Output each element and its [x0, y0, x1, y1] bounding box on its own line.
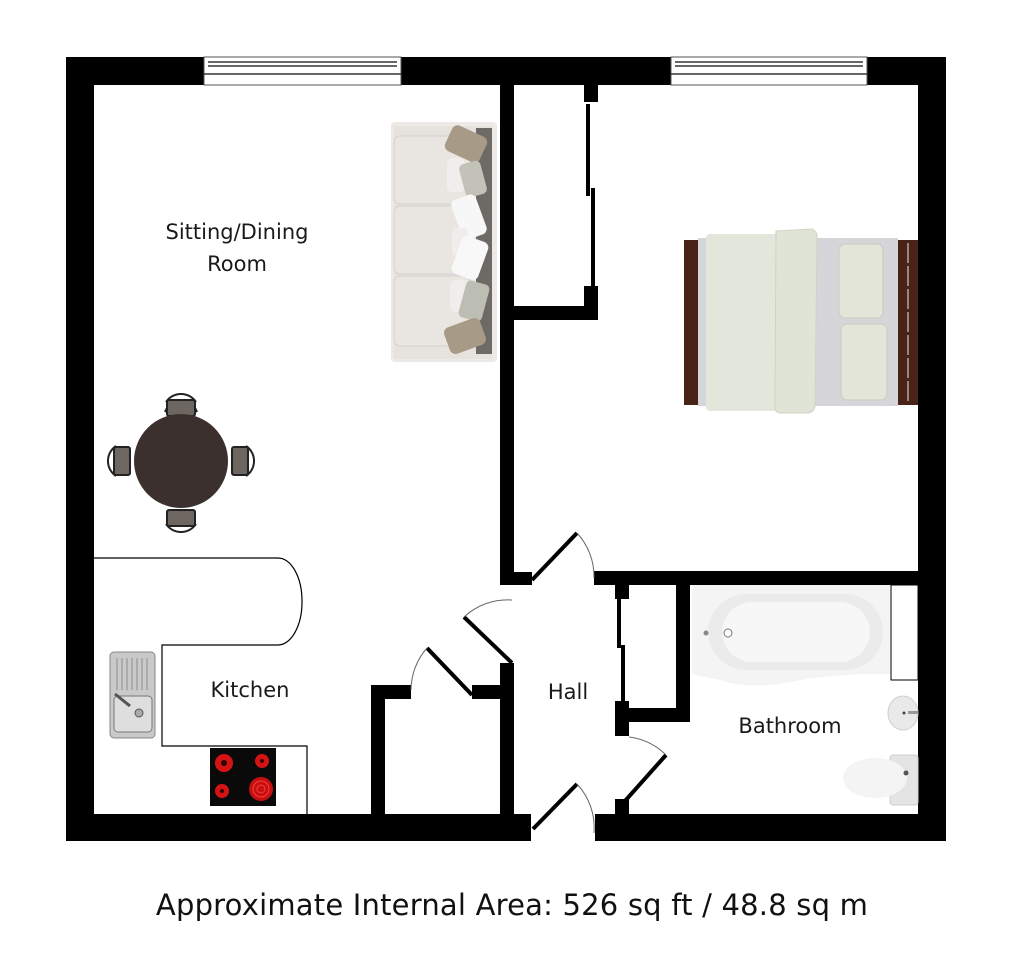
sink-icon	[109, 651, 156, 739]
hob-icon	[210, 748, 276, 806]
room-label-hall: Hall	[547, 680, 589, 704]
room-label-kitchen: Kitchen	[210, 678, 290, 702]
washbasin-icon	[887, 695, 919, 731]
room-label-line: Sitting/Dining	[165, 220, 309, 244]
doors[interactable]	[410, 531, 668, 834]
toilet-icon	[843, 754, 919, 806]
wardrobe-doors[interactable]	[586, 104, 595, 286]
double-bed-icon	[684, 228, 918, 414]
kitchen-worktop	[94, 557, 308, 814]
window-right	[670, 56, 868, 86]
interior-walls	[371, 85, 918, 841]
room-label-line: Room	[207, 252, 267, 276]
cupboard-doors[interactable]	[617, 598, 625, 701]
area-caption: Approximate Internal Area: 526 sq ft / 4…	[155, 888, 869, 922]
window-left	[203, 56, 402, 86]
room-label-sitting-dining: Sitting/Dining Room	[137, 216, 337, 280]
shower-screen	[890, 584, 919, 681]
room-label-bathroom: Bathroom	[738, 714, 842, 738]
outer-walls	[66, 57, 946, 841]
sofa-icon	[391, 122, 497, 362]
dining-table-icon	[107, 393, 255, 533]
bathtub-icon	[692, 585, 890, 686]
